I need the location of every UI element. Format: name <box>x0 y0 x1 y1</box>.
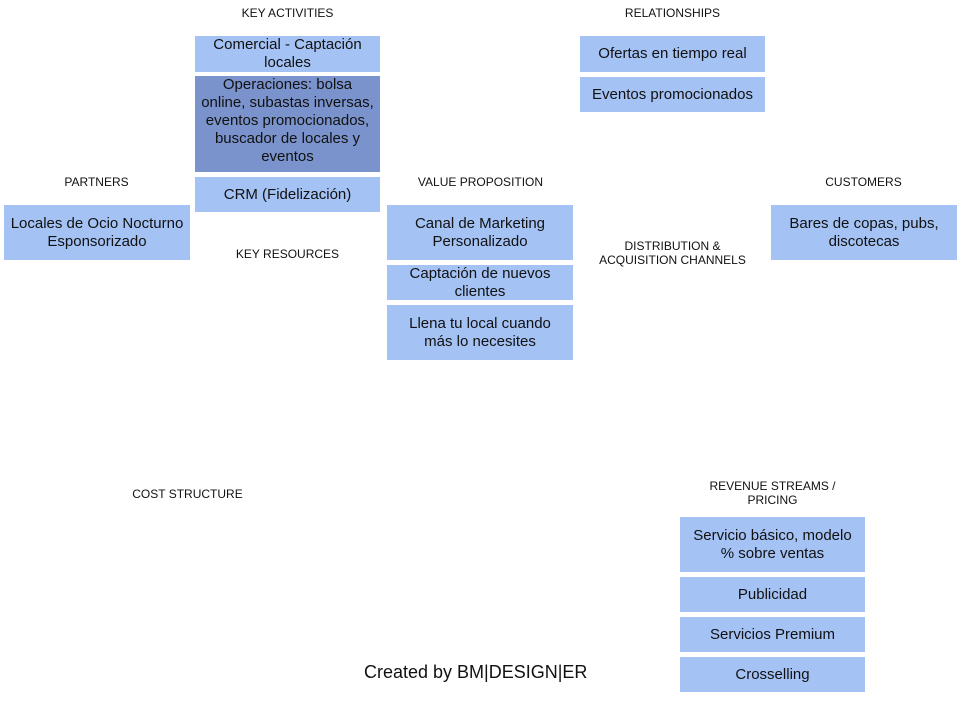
revenue-box: Crosselling <box>680 657 865 692</box>
relationship-box: Eventos promocionados <box>580 77 765 112</box>
section-label-value-proposition: VALUE PROPOSITION <box>417 175 544 189</box>
section-label-key-activities: KEY ACTIVITIES <box>241 6 334 20</box>
section-label-key-resources: KEY RESOURCES <box>235 247 340 261</box>
partner-box: Locales de Ocio Nocturno Esponsorizado <box>4 205 190 260</box>
value-proposition-box: Canal de Marketing Personalizado <box>387 205 573 260</box>
section-label-distribution: DISTRIBUTION & ACQUISITION CHANNELS <box>599 239 746 267</box>
value-proposition-box: Llena tu local cuando más lo necesites <box>387 305 573 360</box>
section-label-cost-structure: COST STRUCTURE <box>132 487 243 501</box>
footer-credit: Created by BM|DESIGN|ER <box>364 662 588 682</box>
key-activity-box: CRM (Fidelización) <box>195 177 380 212</box>
section-label-revenue: REVENUE STREAMS / PRICING <box>709 479 836 507</box>
customer-box: Bares de copas, pubs, discotecas <box>771 205 957 260</box>
revenue-box: Publicidad <box>680 577 865 612</box>
key-activity-box: Comercial - Captación locales <box>195 36 380 72</box>
section-label-partners: PARTNERS <box>64 175 129 189</box>
revenue-box: Servicio básico, modelo % sobre ventas <box>680 517 865 572</box>
section-label-relationships: RELATIONSHIPS <box>624 6 721 20</box>
section-label-customers: CUSTOMERS <box>825 175 902 189</box>
key-activity-box: Operaciones: bolsa online, subastas inve… <box>195 76 380 172</box>
value-proposition-box: Captación de nuevos clientes <box>387 265 573 300</box>
relationship-box: Ofertas en tiempo real <box>580 36 765 72</box>
revenue-box: Servicios Premium <box>680 617 865 652</box>
